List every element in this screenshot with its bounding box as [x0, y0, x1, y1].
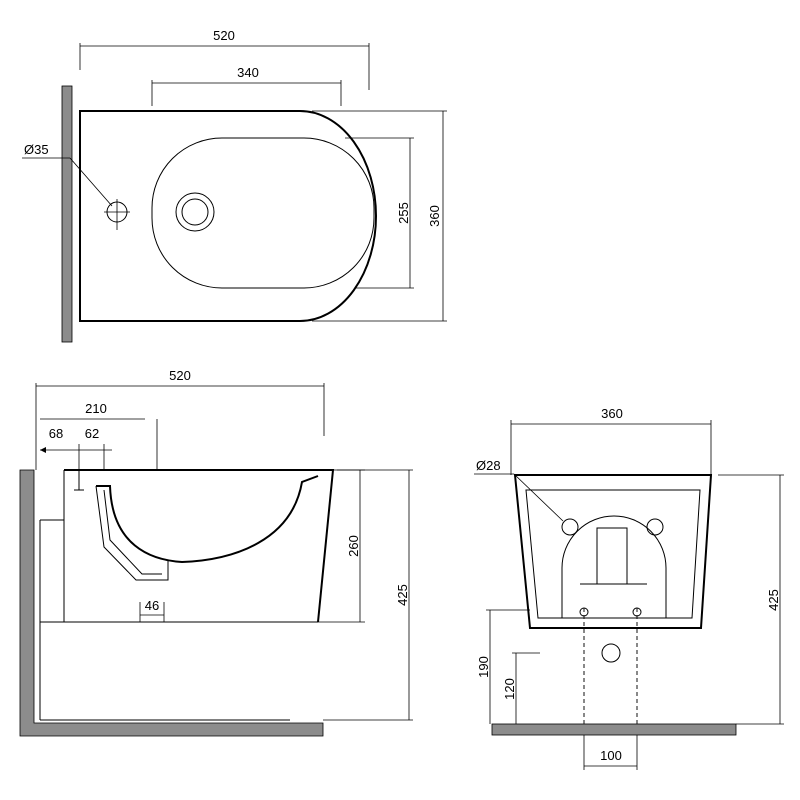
side-dim-210-label: 210: [85, 401, 107, 416]
fixing-hole-diameter-label: Ø28: [476, 458, 501, 473]
top-view-drain-inner: [181, 198, 209, 226]
fixing-hole-leader: [513, 473, 564, 522]
side-dim-425-label: 425: [395, 584, 410, 606]
front-dim-100-label: 100: [600, 748, 622, 763]
front-view-body-inner: [525, 489, 701, 619]
front-view-body-outline: [513, 474, 713, 629]
side-view-waste-inner: [103, 489, 162, 575]
front-view-waste-outlet: [596, 527, 628, 585]
top-view-drain-outer: [175, 192, 215, 232]
front-dim-360-label: 360: [601, 406, 623, 421]
front-view-fixing-hole-left: [561, 518, 579, 536]
top-view-body-outline: [79, 110, 377, 322]
side-dim-260-label: 260: [346, 535, 361, 557]
side-dim-62-label: 62: [85, 426, 99, 441]
front-view: 360 Ø28 425 190 120 100: [474, 406, 784, 770]
tap-hole-diameter-label: Ø35: [24, 142, 49, 157]
top-view-bowl-outline: [151, 137, 375, 289]
front-view-fixing-hole-right: [646, 518, 664, 536]
front-view-floor: [491, 723, 737, 736]
front-dim-425-label: 425: [766, 589, 781, 611]
top-view-wall: [61, 85, 73, 343]
front-view-cavity: [561, 515, 667, 618]
front-view-supply-hole: [601, 643, 621, 663]
side-view-bowl-inner: [96, 475, 319, 564]
side-dim-68-arrow: [40, 447, 46, 453]
front-dim-190-label: 190: [476, 656, 491, 678]
side-dim-46-label: 46: [145, 598, 159, 613]
tap-hole-leader: [69, 157, 113, 207]
side-view: 520 210 68 62 260 425 46: [19, 368, 413, 737]
dim-360-label: 360: [427, 205, 442, 227]
side-dim-520-label: 520: [169, 368, 191, 383]
side-view-waste-outline: [95, 485, 169, 581]
dim-340-label: 340: [237, 65, 259, 80]
dim-520-label: 520: [213, 28, 235, 43]
front-dim-120-label: 120: [502, 678, 517, 700]
side-dim-68-label: 68: [49, 426, 63, 441]
side-view-wall-floor: [19, 469, 324, 737]
top-view: 520 340 Ø35 255 360: [22, 28, 447, 343]
dim-255-label: 255: [396, 202, 411, 224]
